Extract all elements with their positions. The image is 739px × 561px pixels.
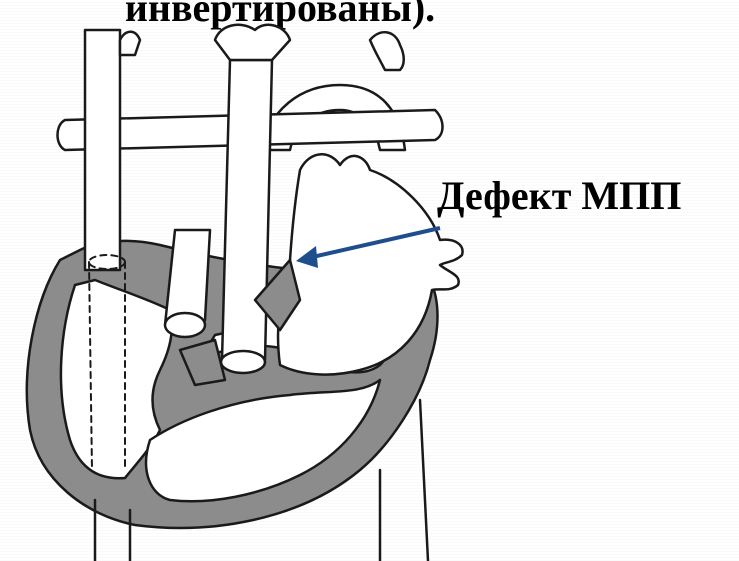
heart-outline <box>27 25 463 561</box>
aortic-branch-top <box>215 25 290 60</box>
left-subclavian-branch <box>370 32 404 70</box>
defect-label: Дефект МПП <box>437 174 681 218</box>
brachiocephalic-branch <box>120 32 140 55</box>
superior-vena-cava <box>85 30 120 270</box>
great-artery-opening <box>221 351 265 373</box>
great-artery-trunk <box>222 60 272 369</box>
pulmonary-trunk-opening <box>165 313 205 337</box>
